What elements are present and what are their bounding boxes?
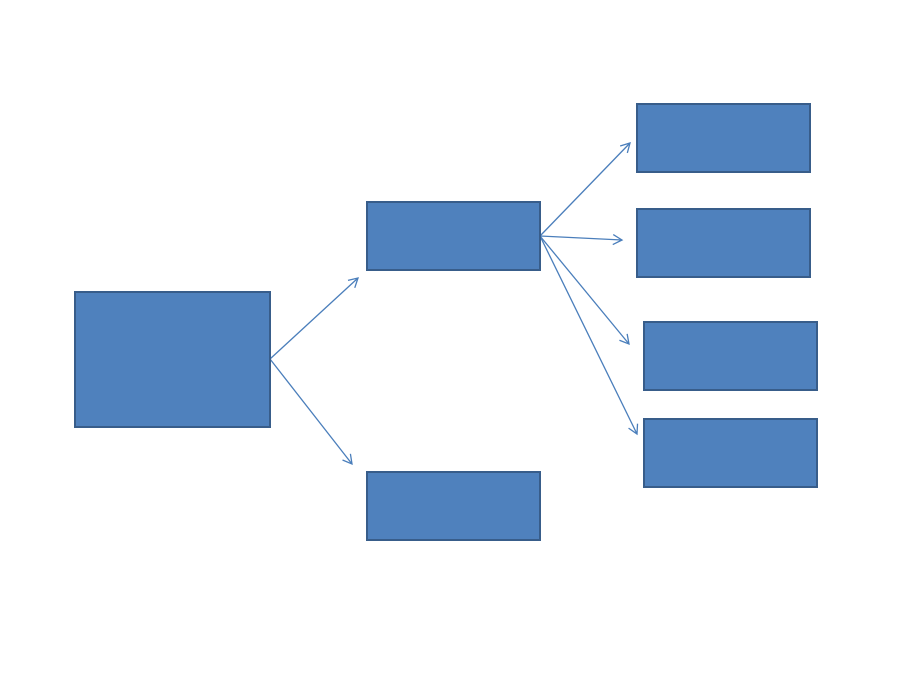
node-box-leaf-4[interactable]: [643, 418, 818, 488]
arrow-branch-upper-to-leaf-4: [539, 235, 639, 436]
node-leaf-2[interactable]: [636, 208, 811, 278]
arrow-branch-upper-to-leaf-1: [539, 142, 631, 237]
node-branch-lower[interactable]: [366, 471, 541, 541]
nodes-layer: [74, 103, 818, 541]
node-leaf-3[interactable]: [643, 321, 818, 391]
node-branch-upper[interactable]: [366, 201, 541, 271]
arrow-branch-upper-to-leaf-2: [539, 234, 624, 246]
node-box-leaf-2[interactable]: [636, 208, 811, 278]
arrow-branch-upper-to-leaf-3: [539, 235, 630, 346]
node-box-branch-upper[interactable]: [366, 201, 541, 271]
node-box-branch-lower[interactable]: [366, 471, 541, 541]
node-box-leaf-3[interactable]: [643, 321, 818, 391]
node-box-leaf-1[interactable]: [636, 103, 811, 173]
edges-layer: [269, 142, 639, 466]
node-leaf-1[interactable]: [636, 103, 811, 173]
node-leaf-4[interactable]: [643, 418, 818, 488]
node-box-root[interactable]: [74, 291, 271, 428]
node-root[interactable]: [74, 291, 271, 428]
arrow-root-to-branch-lower: [269, 358, 353, 466]
arrow-root-to-branch-upper: [269, 277, 359, 360]
